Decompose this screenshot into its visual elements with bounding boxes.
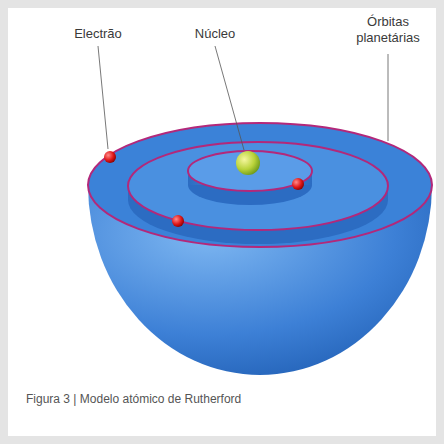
panel xyxy=(8,8,436,436)
electron xyxy=(172,215,184,227)
leader-line xyxy=(215,46,244,150)
part-label: Órbitas planetárias xyxy=(346,14,430,46)
leader-line xyxy=(98,46,108,149)
outer-orbit xyxy=(88,123,432,247)
electron xyxy=(104,151,116,163)
electron xyxy=(292,178,304,190)
middle-orbit xyxy=(128,142,388,230)
inner-orbit xyxy=(188,151,312,191)
part-label: Electrão xyxy=(53,26,143,42)
part-label: Núcleo xyxy=(175,26,255,42)
leader-line xyxy=(388,54,389,141)
figure-caption: Figura 3 | Modelo atómico de Rutherford xyxy=(26,392,241,407)
nucleus xyxy=(236,151,260,175)
